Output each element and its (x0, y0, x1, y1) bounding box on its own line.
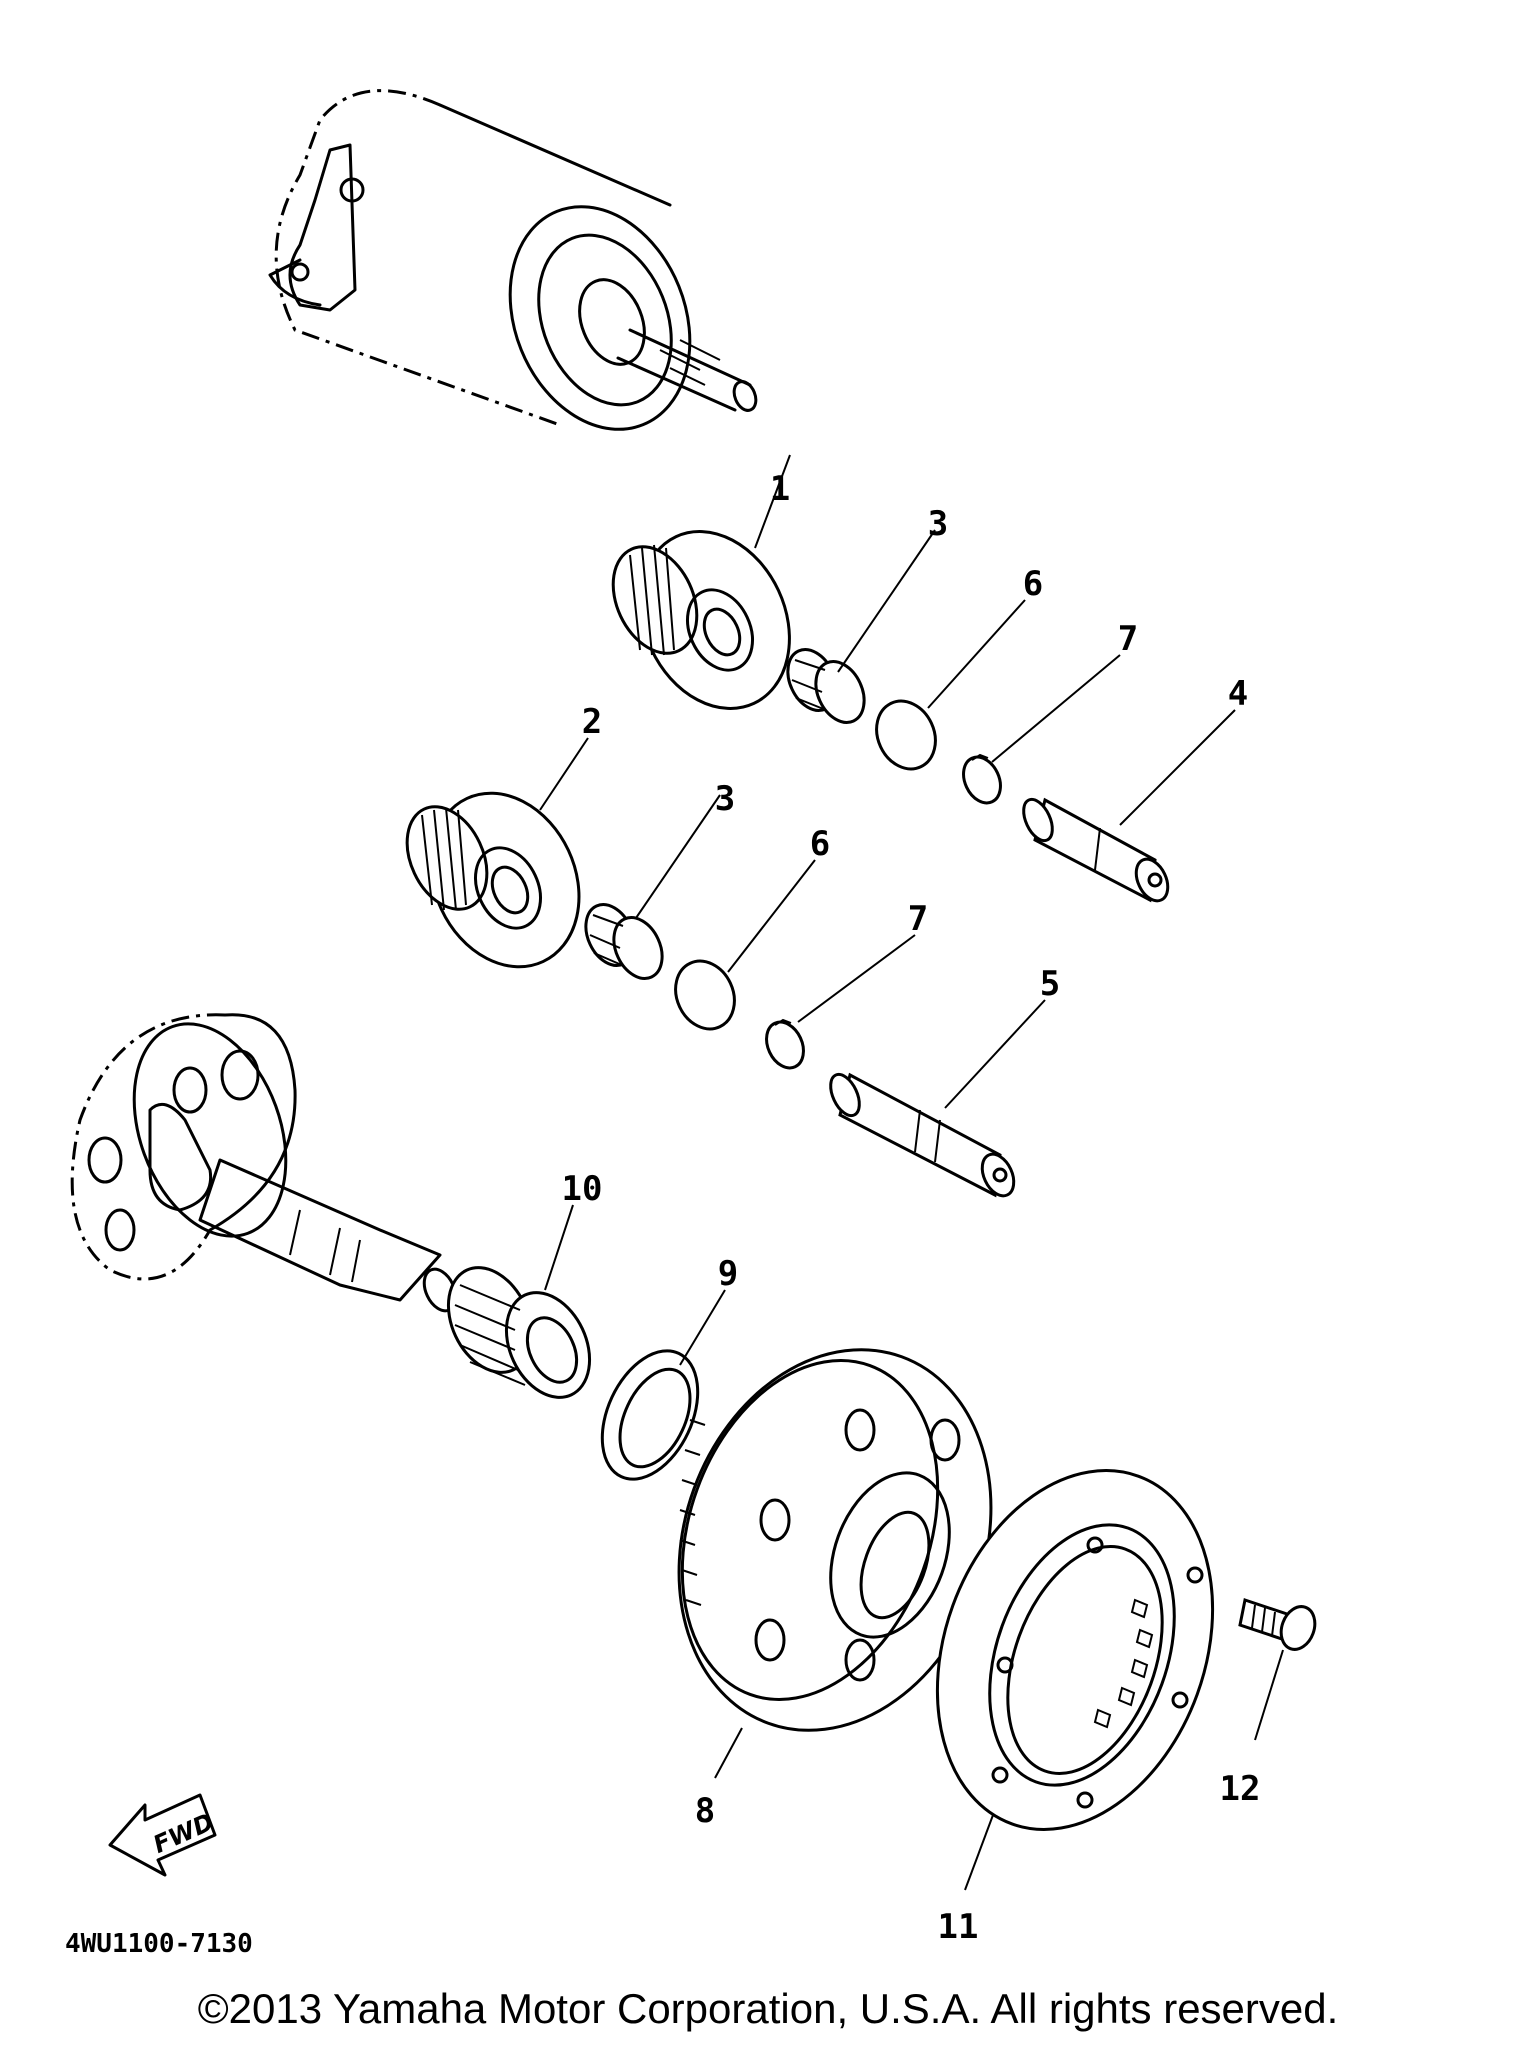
callout-4: 4 (1228, 674, 1248, 714)
callout-3-upper: 3 (928, 504, 948, 544)
washer-6-upper (875, 699, 937, 771)
callout-numbers: 1 3 6 7 4 2 3 6 7 5 10 9 8 11 12 (562, 469, 1261, 1947)
callout-2: 2 (582, 702, 602, 742)
needle-bearing-3-lower (584, 903, 664, 980)
needle-bearing-3-upper (786, 648, 866, 724)
washer-6-lower (674, 959, 736, 1031)
callout-12: 12 (1220, 1769, 1261, 1809)
fwd-label: FWD (149, 1808, 218, 1859)
callout-1: 1 (770, 469, 790, 509)
diagram-code: 4WU1100-7130 (65, 1929, 253, 1959)
needle-bearing-10 (446, 1266, 592, 1399)
callout-5: 5 (1040, 964, 1060, 1004)
one-way-clutch-11 (935, 1469, 1215, 1831)
gear-2 (405, 791, 581, 969)
callout-7-lower: 7 (908, 899, 928, 939)
callout-9: 9 (718, 1254, 738, 1294)
callout-6-upper: 6 (1023, 564, 1043, 604)
circlip-7-upper (962, 753, 1002, 805)
gear-1 (611, 530, 791, 710)
shaft-4 (1022, 797, 1170, 903)
crankshaft-assembly (70, 1013, 458, 1313)
circlip-7-lower (765, 1018, 805, 1070)
shaft-5 (829, 1072, 1016, 1198)
callout-7-upper: 7 (1118, 619, 1138, 659)
washer-9 (600, 1349, 700, 1481)
wheel-gear-8 (677, 1348, 993, 1732)
callout-11: 11 (938, 1907, 979, 1947)
callout-10: 10 (562, 1169, 603, 1209)
callout-3-lower: 3 (715, 779, 735, 819)
starter-motor (268, 89, 758, 431)
callout-8: 8 (695, 1791, 715, 1831)
fwd-arrow: FWD (108, 1793, 218, 1877)
leader-lines (539, 454, 1284, 1891)
copyright-notice: ©2013 Yamaha Motor Corporation, U.S.A. A… (197, 1985, 1339, 2032)
callout-6-lower: 6 (810, 824, 830, 864)
bolt-12 (1238, 1598, 1317, 1651)
